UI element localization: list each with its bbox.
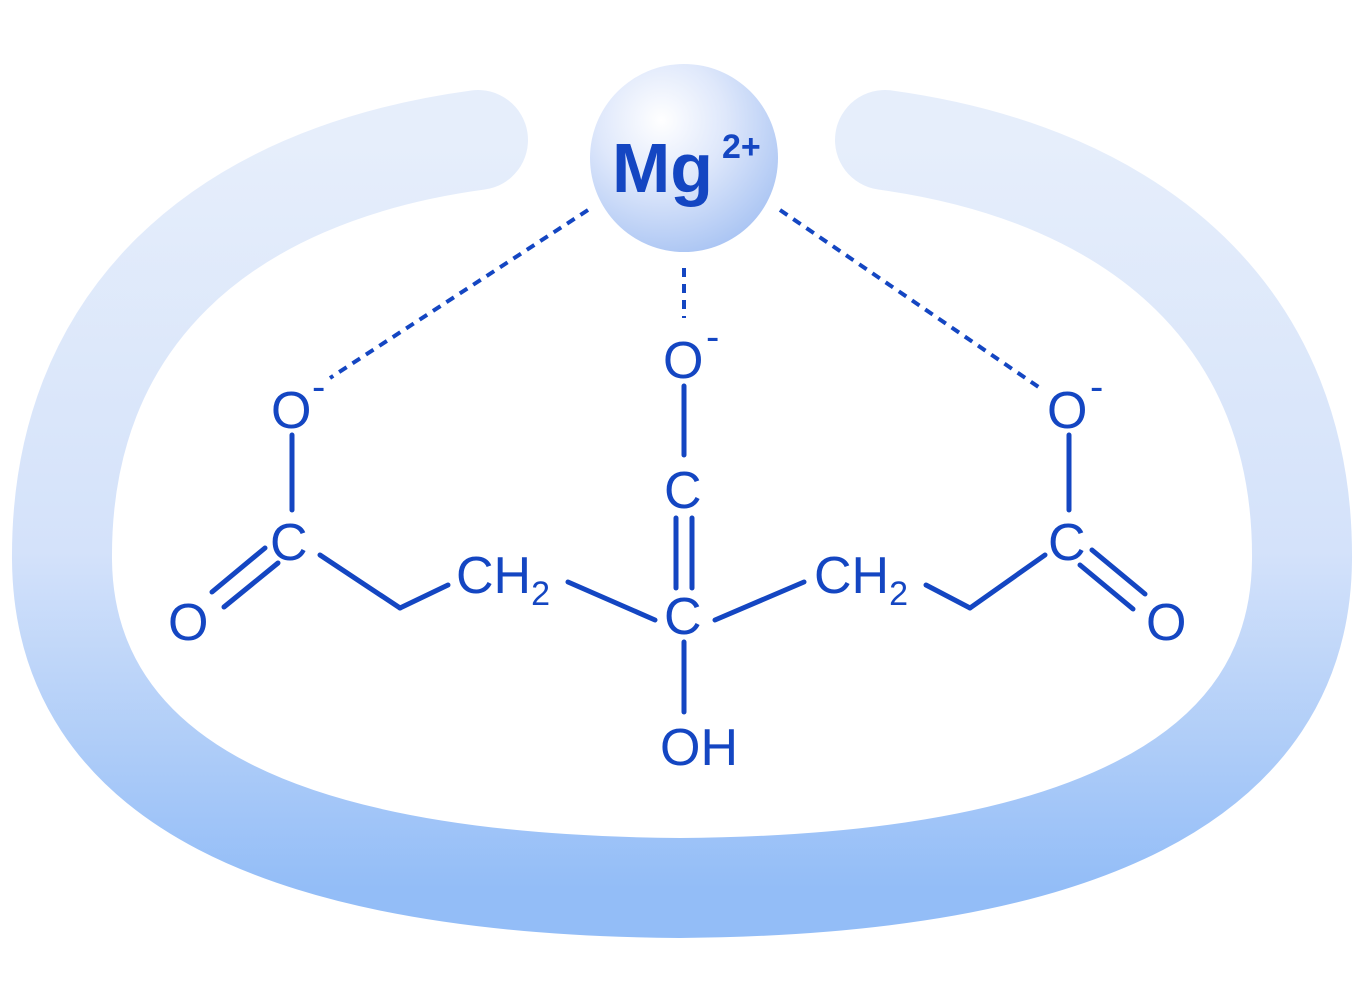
- atom-c-center: C: [664, 588, 702, 646]
- atom-c-right: C: [1048, 514, 1086, 572]
- magnesium-ion: Mg 2+: [590, 64, 778, 252]
- atom-o-center-top: O: [663, 332, 703, 390]
- charge-o-left-top: -: [312, 365, 325, 409]
- bond-ch2right-chain: [923, 582, 973, 611]
- bond-chain-cright: [967, 552, 1048, 611]
- bond-cleft-chain: [317, 552, 403, 611]
- central-carboxylate: O - C C OH: [660, 315, 738, 777]
- double-bond-left-1: [209, 545, 268, 595]
- atom-o-left-bottom: O: [168, 594, 208, 652]
- atom-ch2-left: CH2: [456, 547, 550, 613]
- charge-o-right-top: -: [1090, 365, 1103, 409]
- bond-ccenter-ch2right: [712, 579, 807, 623]
- bond-chain-ch2left: [397, 582, 451, 611]
- left-carboxylate: O - C O: [168, 365, 451, 652]
- double-bond-left-2: [221, 560, 281, 610]
- ion-sphere: [590, 64, 778, 252]
- double-bond-right-1: [1089, 547, 1148, 597]
- chelate-shell: [11, 90, 1353, 939]
- ion-symbol: Mg: [612, 129, 713, 207]
- atom-ch2-right: CH2: [814, 547, 908, 613]
- bond-ch2left-ccenter: [565, 579, 658, 623]
- atom-c-center-upper: C: [664, 462, 702, 520]
- atom-o-left-top: O: [271, 382, 311, 440]
- coord-bond-left: [328, 208, 590, 380]
- charge-o-center-top: -: [706, 315, 719, 359]
- coord-bond-right: [778, 208, 1042, 390]
- atom-o-right-bottom: O: [1146, 594, 1186, 652]
- double-bond-right-2: [1077, 562, 1136, 612]
- atom-oh-center: OH: [660, 719, 738, 777]
- right-carboxylate: O - C O: [923, 365, 1186, 652]
- atom-o-right-top: O: [1047, 382, 1087, 440]
- ion-charge: 2+: [722, 128, 761, 166]
